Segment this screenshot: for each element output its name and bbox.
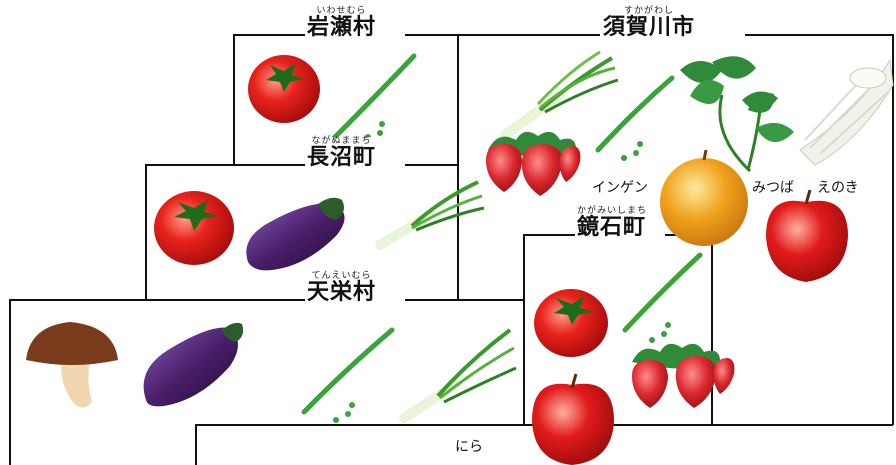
tomato-icon — [154, 191, 234, 265]
region-boundaries — [9, 34, 894, 465]
region-label-kagamiishi: かがみいしまち 鏡石町 — [577, 206, 648, 240]
region-label-naganuma: ながぬままち 長沼町 — [307, 136, 377, 170]
vegetable-label-enoki: えのき — [815, 177, 861, 197]
strawberry-icon — [632, 343, 735, 408]
tomato-icon — [534, 289, 608, 357]
pear-icon — [660, 149, 748, 246]
boundary-kagamiishi — [523, 234, 575, 425]
green-onion-icon — [375, 180, 485, 250]
region-name: 長沼町 — [307, 145, 377, 170]
vegetable-label-mitsuba: みつば — [750, 177, 796, 197]
region-label-sukagawa: すかがわし 須賀川市 — [603, 6, 696, 40]
region-label-iwase: いわせむら 岩瀬村 — [307, 6, 377, 40]
green-onion-icon — [399, 328, 517, 423]
eggplant-icon — [246, 197, 345, 271]
apple-icon — [532, 373, 614, 465]
region-name: 岩瀬村 — [307, 15, 377, 40]
green-onion-icon — [500, 50, 619, 140]
region-reading: てんえいむら — [311, 271, 372, 281]
green-bean-icon — [329, 53, 417, 143]
boundary-sukagawa — [745, 34, 894, 425]
shiitake-mushroom-icon — [26, 322, 118, 408]
enoki-mushroom-icon — [799, 58, 894, 166]
boundary-ten-ei — [9, 299, 305, 465]
region-name: 天栄村 — [307, 280, 377, 305]
boundary-nira-strip — [195, 424, 893, 465]
green-bean-icon — [595, 75, 675, 161]
region-name: 須賀川市 — [603, 15, 696, 40]
region-reading: すかがわし — [624, 6, 675, 16]
green-bean-icon — [301, 327, 395, 423]
region-name: 鏡石町 — [577, 215, 647, 240]
region-reading: いわせむら — [316, 6, 367, 16]
apple-icon — [766, 189, 848, 282]
boundary-iwase — [233, 34, 305, 165]
vegetable-label-nira: にら — [453, 436, 485, 456]
region-reading: ながぬままち — [311, 136, 372, 146]
region-reading: かがみいしまち — [577, 206, 648, 216]
tomato-icon — [248, 55, 320, 123]
eggplant-icon — [143, 322, 244, 407]
strawberry-icon — [486, 131, 581, 196]
mitsuba-leaf-icon — [680, 56, 794, 173]
green-bean-icon — [622, 252, 703, 343]
boundary-naganuma — [145, 164, 305, 300]
vegetable-label-ingen: インゲン — [590, 177, 650, 197]
region-label-ten-ei: てんえいむら 天栄村 — [307, 271, 377, 305]
